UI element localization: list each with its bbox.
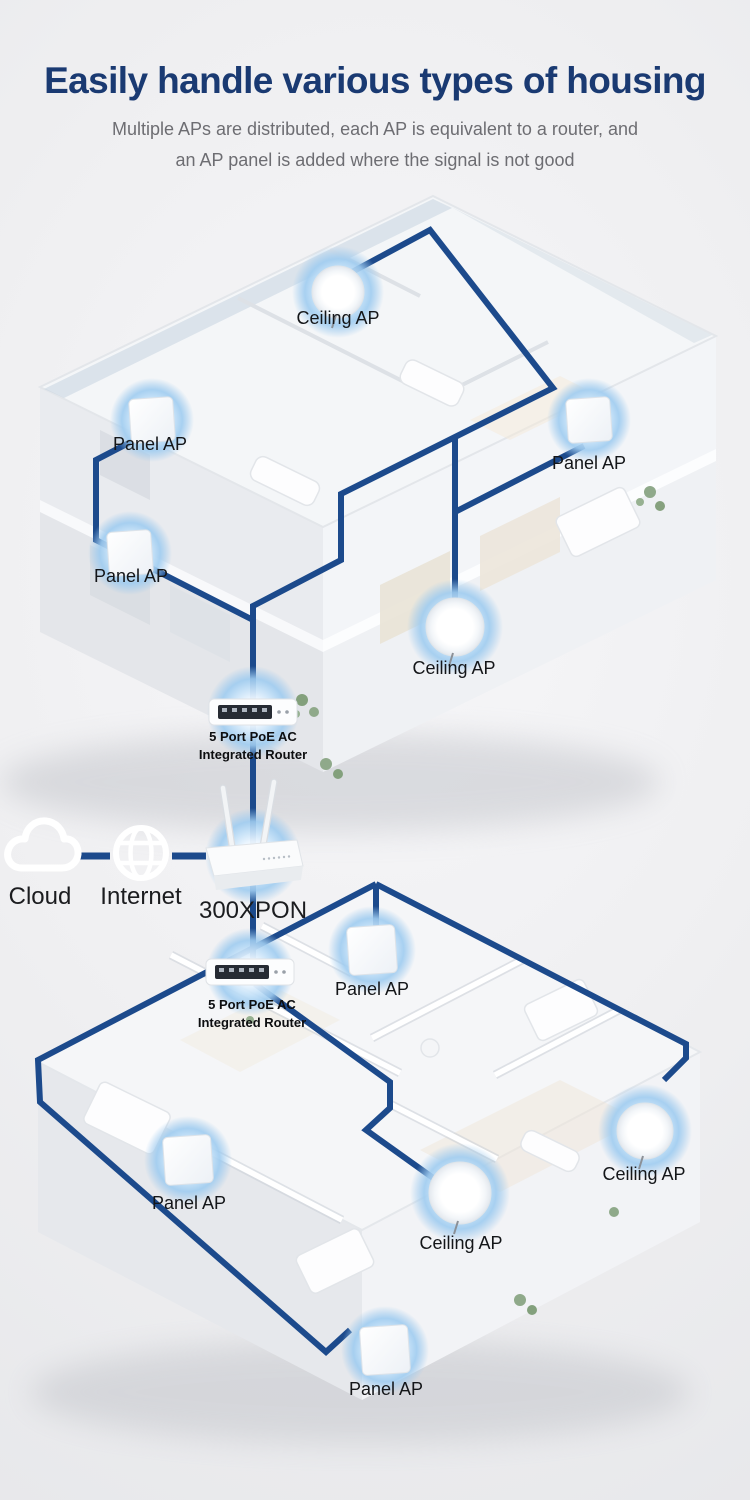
page-title: Easily handle various types of housing: [44, 60, 706, 101]
header: Easily handle various types of housing M…: [0, 58, 750, 176]
plant-icons: [246, 1016, 619, 1315]
ap-label-ceiling: Ceiling AP: [412, 658, 496, 678]
main-router-label: 300XPON: [198, 897, 308, 924]
subtitle-line-2: an AP panel is added where the signal is…: [175, 150, 575, 170]
ap-label-panel: Panel AP: [151, 1193, 227, 1213]
plant-icons: [292, 486, 665, 779]
ap-label-panel: Panel AP: [334, 979, 410, 999]
ap-label-ceiling: Ceiling AP: [419, 1233, 503, 1253]
subtitle-line-1: Multiple APs are distributed, each AP is…: [112, 119, 638, 139]
ap-label-ceiling: Ceiling AP: [602, 1164, 686, 1184]
ap-label-panel: Panel AP: [112, 434, 188, 454]
panel-ap-icon: [106, 396, 613, 1376]
ap-label-ceiling: Ceiling AP: [296, 308, 380, 328]
poe-router-caption-1: 5 Port PoE AC Integrated Router: [198, 729, 308, 762]
cloud-icon: [4, 817, 82, 872]
page-subtitle: Multiple APs are distributed, each AP is…: [0, 114, 750, 176]
poe-router-caption-2: 5 Port PoE AC Integrated Router: [197, 997, 307, 1030]
poe-router-device-2: [205, 958, 295, 986]
ap-label-panel: Panel AP: [551, 453, 627, 473]
internet-globe-icon: [113, 825, 169, 881]
cloud-label: Cloud: [8, 883, 72, 910]
ap-devices: [106, 265, 674, 1376]
internet-label: Internet: [100, 883, 182, 910]
ap-label-panel: Panel AP: [93, 566, 169, 586]
ap-label-panel: Panel AP: [348, 1379, 424, 1399]
xpon-router-device: [205, 778, 304, 890]
poe-router-device-1: [208, 698, 298, 726]
ceiling-ap-icon: [311, 265, 674, 1235]
